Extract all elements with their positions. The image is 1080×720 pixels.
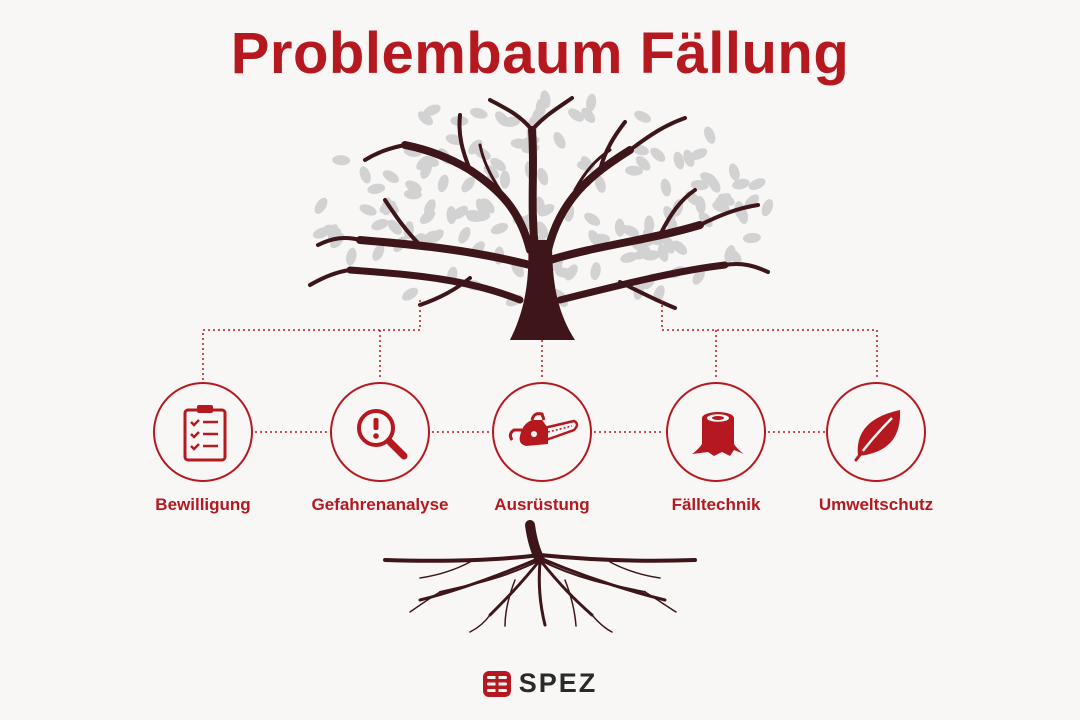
leaf-shape [673,151,685,170]
leaf-shape [402,287,419,301]
node-label-gefahrenanalyse: Gefahrenanalyse [311,495,449,514]
leaf-shape [540,90,551,109]
leaf-shape [620,252,638,263]
leaf-shape [359,166,371,184]
leaf-shape [382,170,399,183]
leaf-shape [748,178,766,191]
leaf-shape [359,204,377,216]
leaf-shape [663,236,675,254]
leaf-shape [726,248,742,263]
leaf-shape [704,126,716,144]
leaf-shape [372,244,385,261]
node-umweltschutz[interactable] [826,382,926,482]
leaf-shape [584,212,601,226]
spez-logo-icon [482,670,511,697]
connector-lines [202,300,878,433]
node-label-umweltschutz: Umweltschutz [818,495,934,514]
leaf-shape [761,199,774,217]
leaf-shape [387,219,402,235]
leaf-shape [332,155,351,166]
leaf-shape [367,183,386,194]
node-gefahrenanalyse[interactable] [330,382,430,482]
chainsaw-icon [508,412,579,446]
tree-trunk-branches [308,96,770,340]
leaf-shape [534,196,545,215]
leaf-shape [490,157,506,172]
leaf-shape [742,232,761,244]
leaf-shape [420,161,432,179]
brand-logo: SPEZ [0,668,1080,699]
leaf-shape [590,262,601,281]
leaf-shape [437,174,449,193]
leaf-shape [417,111,433,126]
leaf-shape [660,178,672,197]
tree-stump-icon [692,412,744,456]
leaf-shape [323,224,342,236]
leaf-shape [419,210,436,224]
magnifier-alert-icon [357,409,408,460]
page-title: Problembaum Fällung [230,21,850,86]
leaf-shape [634,110,651,123]
leaf-shape [698,211,713,228]
leaf-shape [537,167,549,186]
leaf-shape [314,197,328,214]
leaf-shape [553,132,566,149]
leaf-shape [535,221,549,239]
leaf-shape [403,189,422,200]
leaf-icon [854,410,901,462]
leaf-shape [622,225,639,237]
node-bewilligung[interactable] [153,382,253,482]
leaf-shape [458,227,471,244]
node-label-ausruestung: Ausrüstung [494,495,590,514]
leaf-shape [690,148,708,160]
leaf-shape [423,104,441,117]
leaf-shape [594,175,606,193]
leaf-shape [472,211,491,222]
leaf-shape [644,215,655,234]
leaf-shape [635,156,651,171]
leaf-shape [371,218,389,231]
leaf-shape [468,139,483,155]
leaf-shape [422,230,439,244]
leaf-shape [650,147,666,162]
node-ausruestung[interactable] [492,382,592,482]
leaf-shape [585,93,597,112]
leaf-shape [712,201,730,213]
leaf-shape [700,172,717,185]
node-faelltechnik[interactable] [666,382,766,482]
leaf-shape [690,180,709,191]
leaf-shape [672,240,688,255]
leaf-shape [470,107,488,119]
leaf-shape [461,176,475,193]
leaf-shape [446,206,457,225]
leaf-shape [695,196,706,215]
leaf-shape [475,198,488,216]
leaf-shape [728,163,740,181]
node-label-faelltechnik: Fälltechnik [671,495,761,514]
leaf-shape [346,247,357,266]
leaf-shape [502,116,521,127]
brand-name: SPEZ [518,668,598,698]
leaf-shape [510,138,529,149]
leaf-shape [588,229,601,247]
leaf-shape [568,108,584,122]
leaf-shape [490,222,509,235]
node-label-bewilligung: Bewilligung [155,495,251,514]
leaf-shape [581,107,596,124]
leaf-shape [614,218,625,237]
tree-roots [383,520,697,633]
leaf-shape [625,165,643,176]
clipboard-checklist-icon [183,405,227,462]
leaf-shape [732,178,750,190]
leaf-shape [500,170,510,189]
